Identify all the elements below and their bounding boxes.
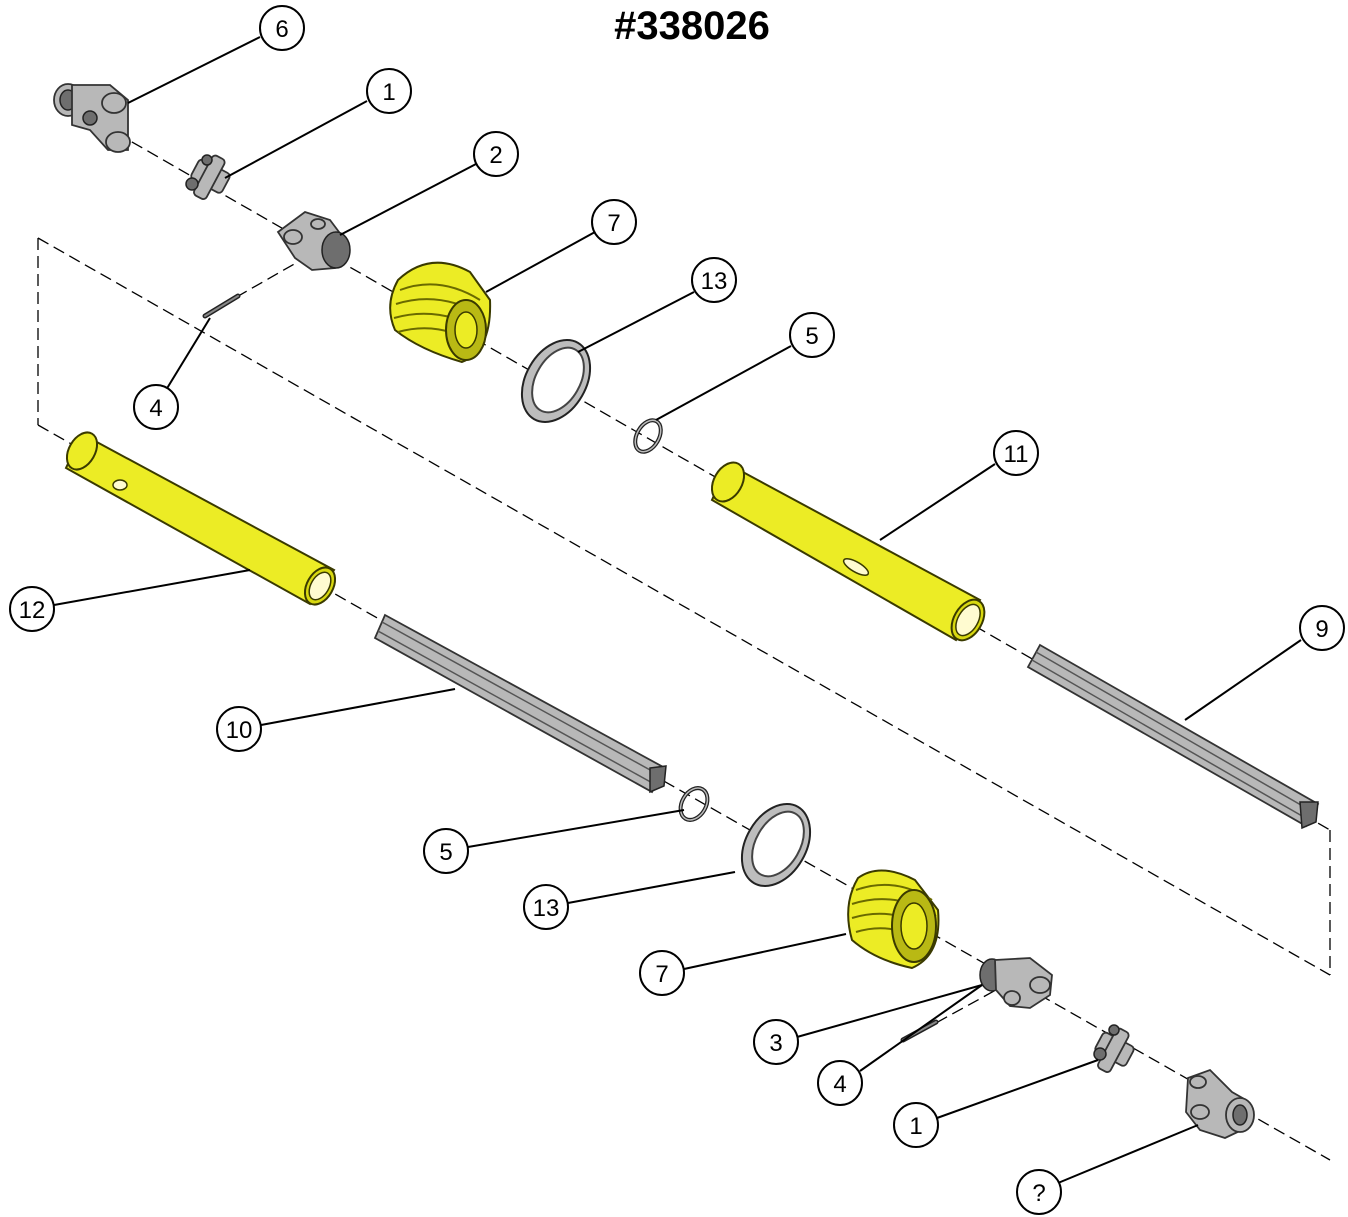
svg-text:?: ? (1032, 1180, 1045, 1207)
callout-7-lower: 7 (639, 950, 685, 996)
callout-10: 10 (216, 706, 262, 752)
part-yoke-inner-upper (276, 211, 351, 271)
svg-text:12: 12 (19, 597, 46, 624)
part-bellows-cone-upper (389, 261, 492, 364)
svg-text:4: 4 (149, 395, 162, 422)
callout-7-upper: 7 (591, 199, 637, 245)
callout-unknown: ? (1016, 1169, 1062, 1215)
part-bearing-clip-lower (678, 786, 710, 822)
part-profile-shaft-inner (373, 613, 667, 794)
svg-text:10: 10 (226, 717, 253, 744)
drawing-title: #338026 (614, 4, 770, 48)
part-cross-upper (185, 154, 231, 200)
leader-lines (53, 36, 1302, 1184)
callout-5-upper: 5 (789, 312, 835, 358)
callout-5-lower: 5 (423, 828, 469, 874)
part-profile-shaft-outer (1026, 643, 1320, 830)
svg-text:2: 2 (489, 142, 502, 169)
svg-text:9: 9 (1315, 616, 1328, 643)
callout-1-upper: 1 (366, 68, 412, 114)
callout-12: 12 (9, 586, 55, 632)
svg-text:5: 5 (439, 839, 452, 866)
svg-text:1: 1 (909, 1113, 922, 1140)
svg-text:13: 13 (533, 895, 560, 922)
svg-text:4: 4 (833, 1071, 846, 1098)
svg-text:13: 13 (701, 268, 728, 295)
callout-4-lower: 4 (817, 1060, 863, 1106)
part-guard-tube-outer (710, 461, 986, 642)
part-guard-ring-upper (520, 339, 592, 423)
callout-2: 2 (473, 131, 519, 177)
part-guard-tube-inner (64, 431, 337, 606)
callout-11: 11 (993, 430, 1039, 476)
assembly-axis-lines (37, 114, 1331, 1161)
callout-6-upper: 6 (259, 5, 305, 51)
svg-text:11: 11 (1004, 441, 1029, 468)
svg-text:5: 5 (805, 323, 818, 350)
callout-1-lower: 1 (893, 1102, 939, 1148)
part-yoke-output (1185, 1068, 1255, 1139)
callout-4-upper: 4 (133, 384, 179, 430)
callout-13-lower: 13 (523, 884, 569, 930)
svg-text:1: 1 (382, 79, 395, 106)
part-bellows-cone-lower (847, 869, 940, 970)
callout-3: 3 (753, 1019, 799, 1065)
part-guard-ring-lower (740, 803, 812, 887)
part-cross-lower (1093, 1024, 1135, 1073)
part-roll-pin-upper (202, 293, 241, 319)
callout-9: 9 (1299, 605, 1345, 651)
part-bearing-clip-upper (633, 418, 663, 454)
part-yoke-inner-lower (979, 957, 1053, 1009)
svg-text:7: 7 (607, 210, 620, 237)
callout-13-upper: 13 (691, 257, 737, 303)
svg-text:7: 7 (655, 961, 668, 988)
svg-text:3: 3 (769, 1030, 782, 1057)
svg-text:6: 6 (275, 16, 288, 43)
part-yoke-input (53, 83, 131, 153)
